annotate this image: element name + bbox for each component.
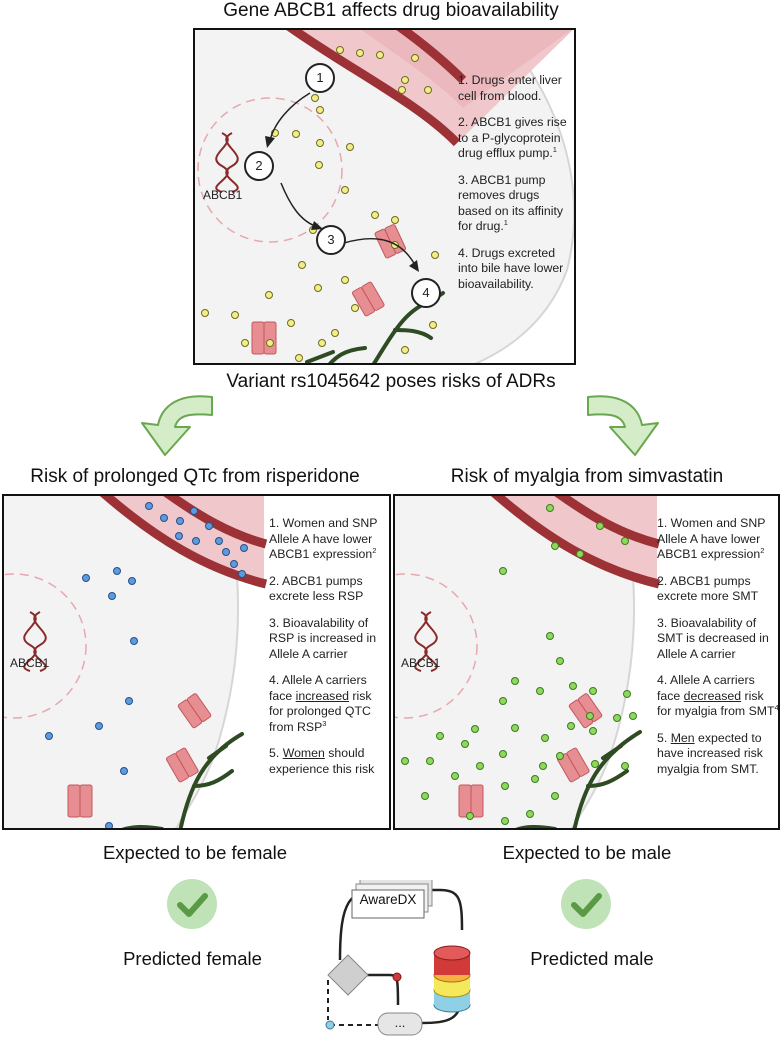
database-icon: [433, 945, 471, 1013]
gene-label: ABCB1: [401, 656, 441, 670]
left-check-icon: [167, 879, 217, 929]
efflux-pump: [568, 693, 603, 729]
right-check-icon: [561, 879, 611, 929]
right-step-2: 2. ABCB1 pumps excrete more SMT: [657, 573, 759, 604]
ellipsis-label: ...: [394, 1015, 406, 1030]
step-text-4: 4. Drugs excreted into bile have lower b…: [458, 245, 564, 291]
efflux-pump: [458, 784, 484, 818]
top-panel: 1 2 3 4 ABCB1 1. Drugs enter liver cell …: [193, 28, 576, 365]
bile-duct: [515, 730, 642, 828]
dna-helix-icon: [414, 611, 438, 672]
efflux-pump: [177, 693, 212, 729]
step-marker-3: 3: [316, 225, 346, 255]
left-step-1: 1. Women and SNP Allele A have lower ABC…: [269, 516, 378, 561]
step-marker-2: 2: [244, 151, 274, 181]
right-steps-list: 1. Women and SNP Allele A have lower ABC…: [657, 516, 779, 788]
right-curved-arrow-icon: [587, 395, 659, 456]
left-steps-list: 1. Women and SNP Allele A have lower ABC…: [269, 516, 389, 788]
efflux-pump: [374, 224, 407, 259]
dna-helix-icon: [215, 132, 239, 193]
right-predicted-label: Predicted male: [530, 948, 654, 969]
top-title: Gene ABCB1 affects drug bioavailability: [223, 0, 559, 21]
left-expected-label: Expected to be female: [102, 842, 288, 863]
drug-molecules: [401, 504, 637, 825]
gene-label: ABCB1: [10, 656, 50, 670]
left-step-3: 3. Bioavalability of RSP is increased in…: [269, 615, 377, 661]
efflux-pump: [67, 784, 93, 818]
efflux-pump: [351, 281, 385, 317]
right-step-3: 3. Bioavalability of SMT is decreased in…: [657, 615, 769, 661]
right-step-4: 4. Allele A carriers face decreased risk…: [657, 673, 779, 718]
nucleus: [197, 97, 343, 243]
decision-diamond-icon: [327, 954, 369, 996]
left-step-5: 5. Women should experience this risk: [269, 746, 375, 776]
right-step-1: 1. Women and SNP Allele A have lower ABC…: [657, 516, 766, 561]
left-title: Risk of prolonged QTc from risperidone: [30, 466, 360, 487]
liver-cell-illustration: [195, 30, 574, 363]
right-cell-illustration: [395, 496, 661, 828]
right-expected-label: Expected to be male: [502, 842, 672, 863]
left-cell-illustration: [4, 496, 268, 828]
ellipsis-box: [377, 1012, 423, 1036]
right-title: Risk of myalgia from simvastatin: [450, 466, 724, 487]
step-text-1: 1. Drugs enter liver cell from blood.: [458, 73, 562, 103]
process-arrows: [269, 92, 416, 266]
right-step-5: 5. Men expected to have increased risk m…: [657, 730, 763, 776]
left-predicted-label: Predicted female: [123, 948, 262, 969]
efflux-pump: [556, 747, 590, 783]
step-text-3: 3. ABCB1 pump removes drugs based on its…: [458, 172, 564, 234]
step-text-2: 2. ABCB1 gives rise to a P-glycoprotein …: [458, 115, 567, 160]
steps-list: 1. Drugs enter liver cell from blood. 2.…: [458, 73, 574, 303]
efflux-pump: [165, 747, 199, 783]
dna-helix-icon: [23, 611, 47, 672]
efflux-pump: [251, 321, 277, 355]
awaredx-box: [351, 889, 425, 919]
awaredx-label: AwareDX: [359, 892, 417, 907]
right-panel: ABCB1 1. Women and SNP Allele A have low…: [393, 494, 780, 830]
left-step-4: 4. Allele A carriers face increased risk…: [269, 673, 372, 734]
variant-title: Variant rs1045642 poses risks of ADRs: [226, 371, 556, 392]
left-panel: ABCB1 1. Women and SNP Allele A have low…: [2, 494, 391, 830]
step-marker-1: 1: [305, 63, 335, 93]
drug-molecules: [45, 502, 248, 828]
gene-label: ABCB1: [203, 188, 243, 202]
left-curved-arrow-icon: [141, 395, 213, 456]
left-step-2: 2. ABCB1 pumps excrete less RSP: [269, 573, 364, 604]
step-marker-4: 4: [411, 278, 441, 308]
bile-duct: [121, 732, 244, 828]
awaredx-model-diagram: [325, 880, 471, 1036]
